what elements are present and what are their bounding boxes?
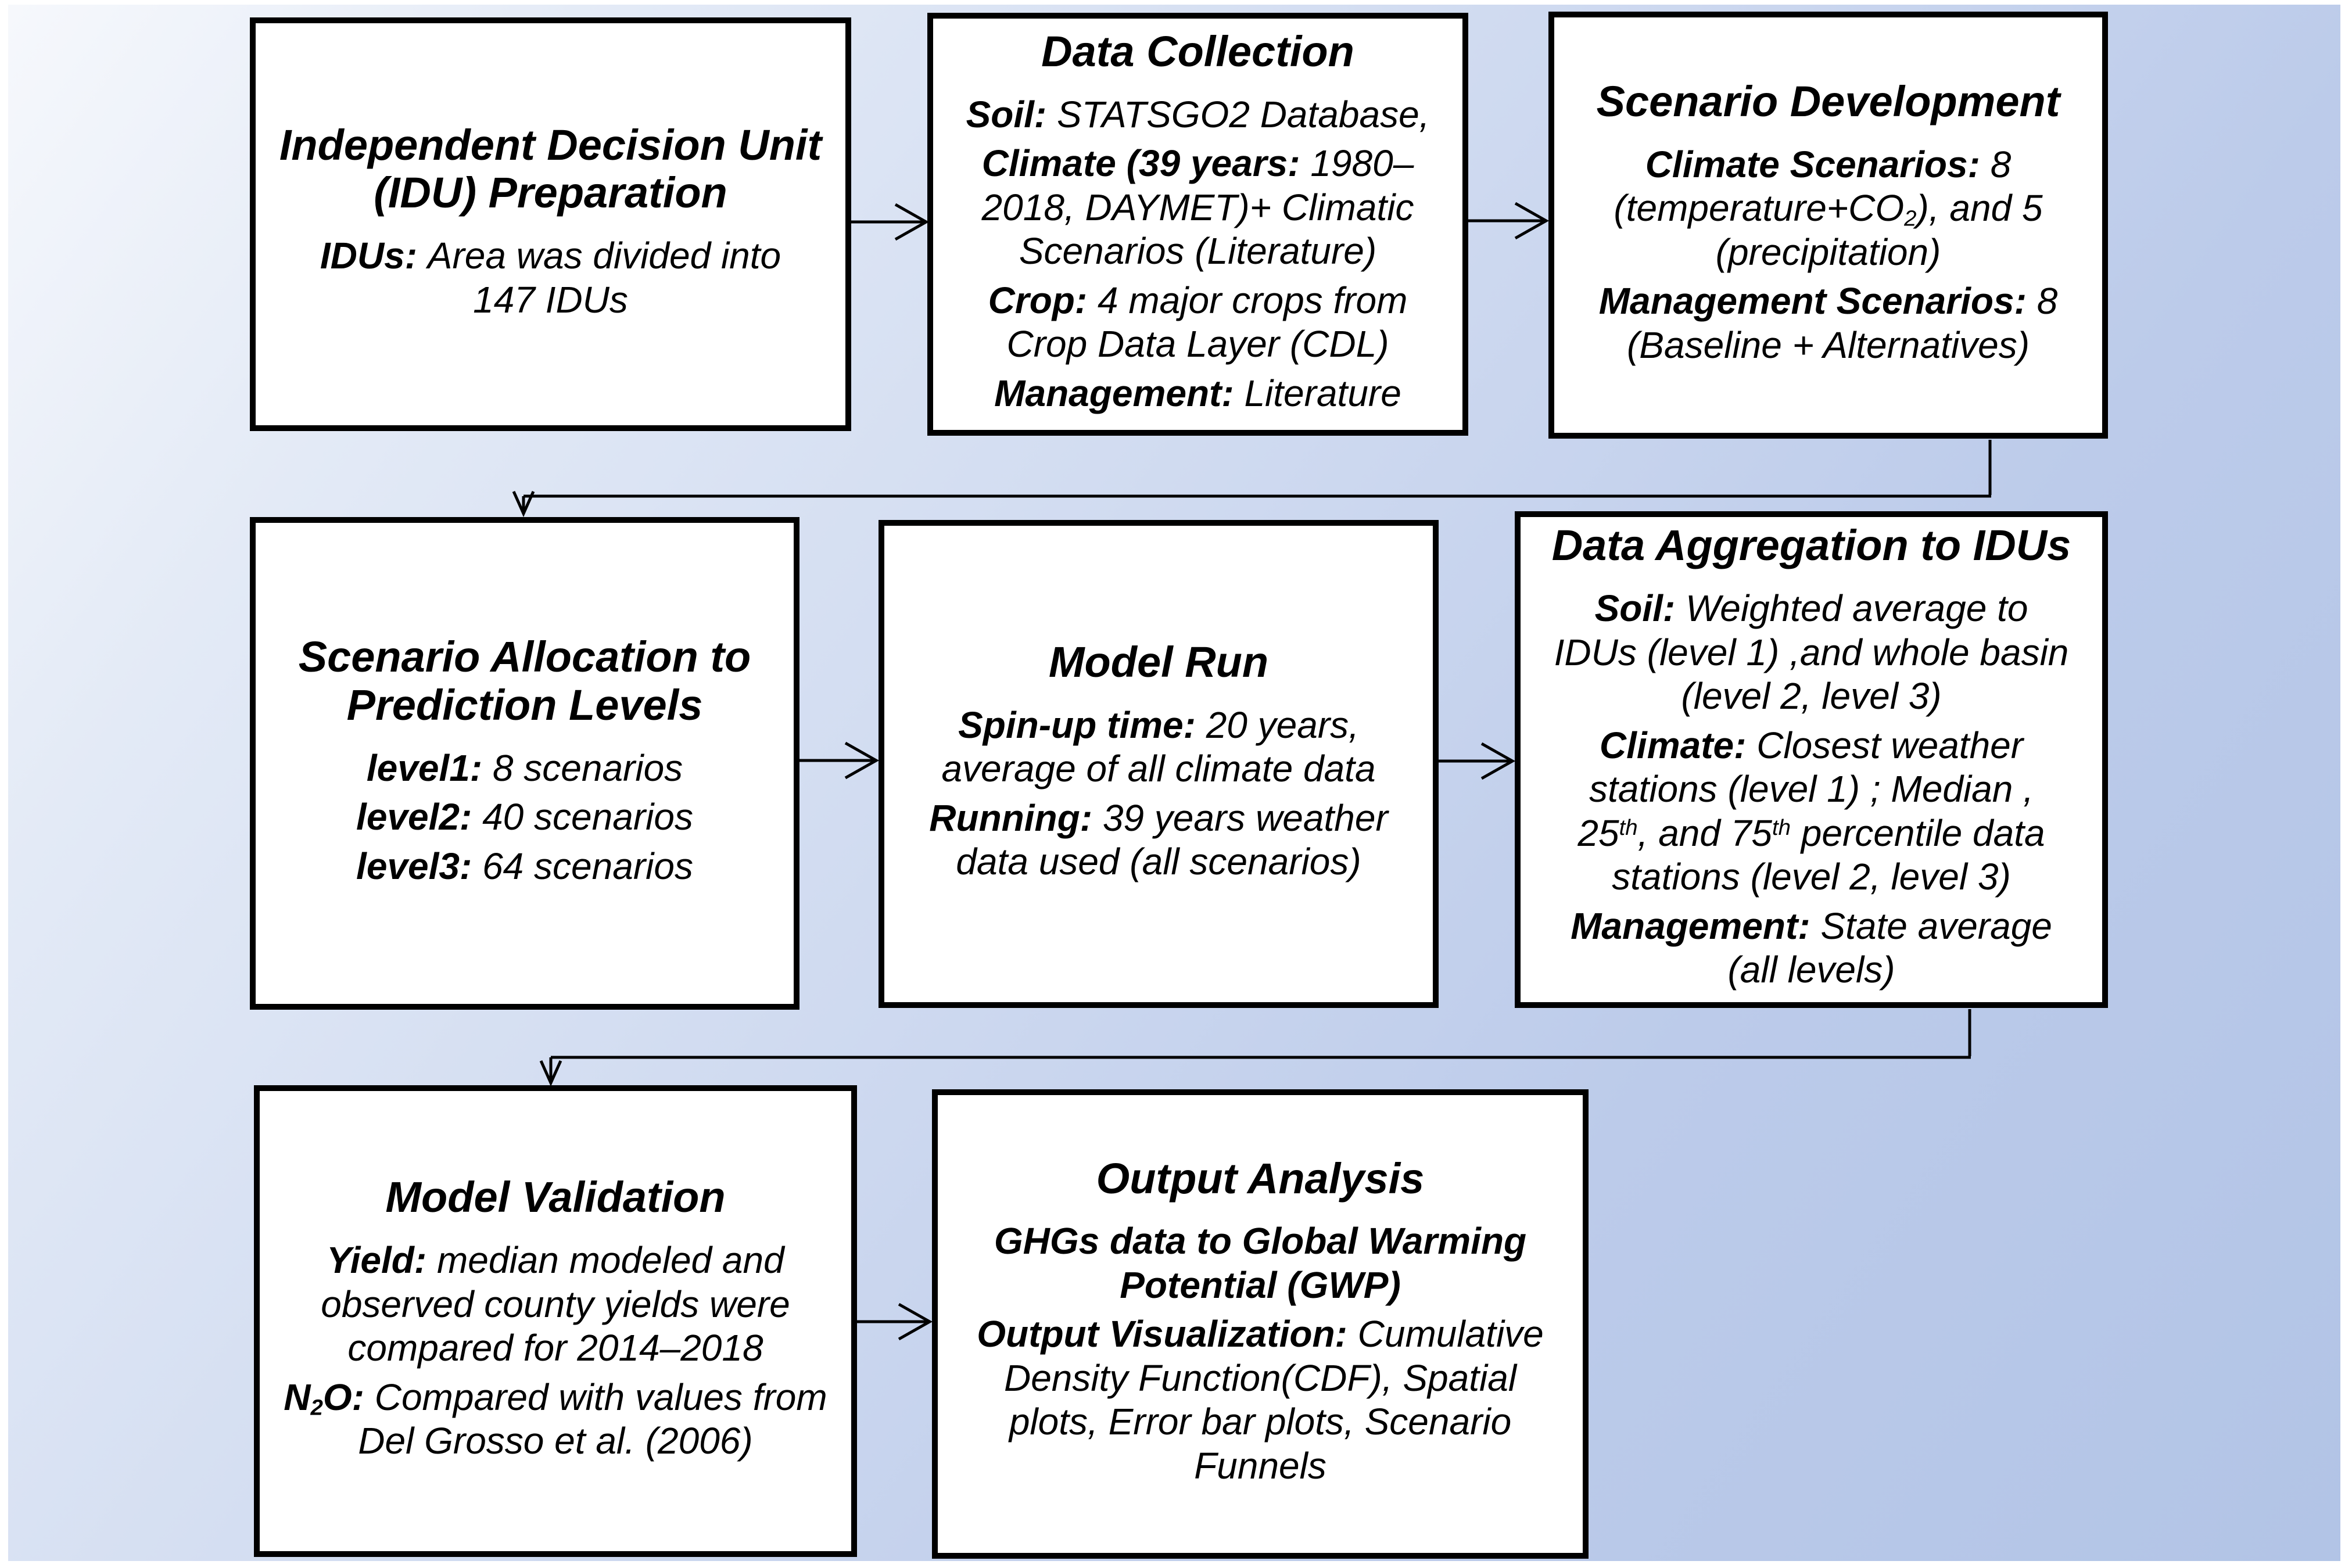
arrow-model-run-to-aggregation (1439, 742, 1516, 780)
box-title: Scenario Allocation to Prediction Levels (298, 632, 751, 729)
box-paragraph: Management: Literature (994, 372, 1401, 414)
box-model-validation: Model Validation Yield: median modeled a… (254, 1085, 857, 1557)
box-paragraph: Soil: Weighted average to IDUs (level 1)… (1554, 587, 2069, 717)
box-model-run: Model Run Spin-up time: 20 years, averag… (879, 520, 1439, 1008)
box-paragraph: level1: 8 scenarios (366, 747, 683, 789)
box-scenario-development: Scenario Development Climate Scenarios: … (1548, 12, 2108, 439)
box-title: Scenario Development (1596, 77, 2060, 125)
box-body: level1: 8 scenarios level2: 40 scenarios l… (356, 741, 693, 894)
box-paragraph: GHGs data to Global Warming Potential (G… (994, 1220, 1527, 1306)
box-paragraph: IDUs: Area was divided into 147 IDUs (320, 235, 781, 321)
box-paragraph: Yield: median modeled and observed count… (321, 1239, 790, 1369)
box-title: Model Validation (385, 1173, 726, 1222)
arrow-data-collection-to-scenario-development (1468, 202, 1550, 240)
box-paragraph: Management: State average (all levels) (1571, 905, 2052, 991)
arrow-idu-to-data-collection (851, 203, 930, 241)
box-paragraph: Climate: Closest weather stations (level… (1577, 724, 2045, 898)
arrow-allocation-to-model-run (799, 741, 880, 780)
box-output-analysis: Output Analysis GHGs data to Global Warm… (932, 1089, 1589, 1559)
box-title: Data Aggregation to IDUs (1551, 521, 2071, 570)
box-scenario-allocation: Scenario Allocation to Prediction Levels… (250, 517, 799, 1010)
connector-scenario-development-to-allocation (512, 440, 1992, 518)
box-paragraph: Spin-up time: 20 years, average of all c… (941, 704, 1376, 790)
box-data-collection: Data Collection Soil: STATSGO2 Database,… (927, 13, 1468, 436)
box-body: IDUs: Area was divided into 147 IDUs (320, 229, 781, 327)
box-paragraph: Management Scenarios: 8 (Baseline + Alte… (1598, 280, 2058, 366)
box-body: Soil: STATSGO2 Database, Climate (39 year… (966, 88, 1430, 421)
box-body: Yield: median modeled and observed count… (284, 1233, 827, 1469)
box-paragraph: Soil: STATSGO2 Database, (966, 93, 1430, 135)
box-paragraph: Climate Scenarios: 8 (temperature+CO2), … (1614, 143, 2043, 273)
box-title: Data Collection (1041, 27, 1354, 76)
box-paragraph: Output Visualization: Cumulative Density… (977, 1313, 1544, 1487)
arrow-validation-to-output (857, 1303, 933, 1341)
connector-aggregation-to-validation (539, 1009, 1971, 1087)
box-paragraph: Running: 39 years weather data used (all… (929, 796, 1388, 883)
box-body: Soil: Weighted average to IDUs (level 1)… (1554, 582, 2069, 998)
box-idu-preparation: Independent Decision Unit (IDU) Preparat… (250, 17, 851, 431)
box-body: Spin-up time: 20 years, average of all c… (929, 698, 1388, 889)
box-body: GHGs data to Global Warming Potential (G… (977, 1214, 1544, 1493)
box-paragraph: level2: 40 scenarios (356, 796, 693, 838)
box-title: Independent Decision Unit (IDU) Preparat… (279, 120, 822, 217)
box-paragraph: N2O: Compared with values from Del Gross… (284, 1376, 827, 1462)
box-data-aggregation: Data Aggregation to IDUs Soil: Weighted … (1515, 511, 2108, 1008)
box-body: Climate Scenarios: 8 (temperature+CO2), … (1599, 138, 2058, 373)
box-paragraph: Crop: 4 major crops from Crop Data Layer… (988, 279, 1408, 365)
box-title: Output Analysis (1096, 1154, 1425, 1203)
box-paragraph: Climate (39 years: 1980– 2018, DAYMET)+ … (981, 142, 1414, 272)
box-paragraph: level3: 64 scenarios (356, 845, 693, 887)
box-title: Model Run (1048, 638, 1269, 687)
